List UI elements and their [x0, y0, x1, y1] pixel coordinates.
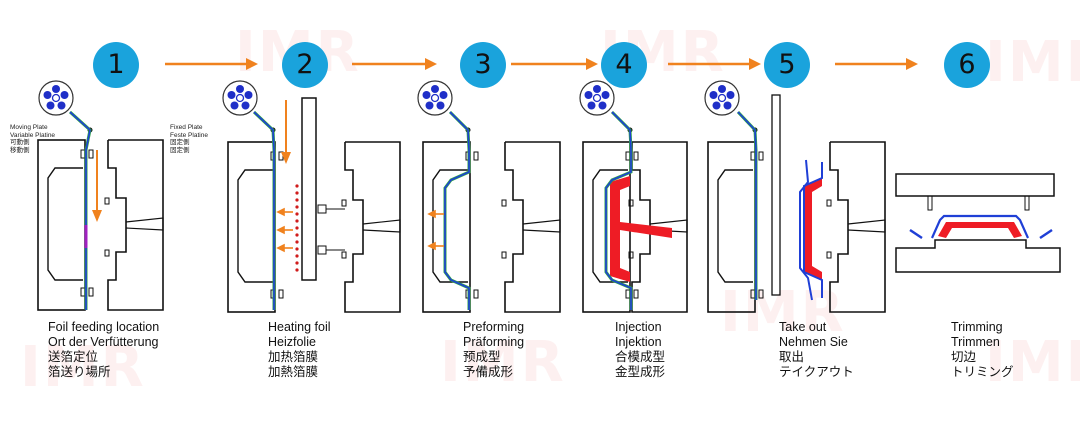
- step-number-badge: 3: [460, 42, 506, 88]
- step-number-badge: 4: [601, 42, 647, 88]
- foil-feed-arrow: [281, 100, 291, 164]
- step-number-badge: 5: [764, 42, 810, 88]
- step-number-badge: 6: [944, 42, 990, 88]
- flow-arrow: [352, 58, 437, 70]
- foil-reel-icon: [704, 80, 740, 116]
- step-3-illustration: [417, 80, 561, 313]
- step-number-badge: 1: [93, 42, 139, 88]
- heater-dots: [295, 184, 299, 272]
- step-number-badge: 2: [282, 42, 328, 88]
- watermark-logo: IMR: [985, 30, 1080, 95]
- step-4-illustration: [579, 80, 688, 313]
- step-1-illustration: [37, 80, 164, 311]
- watermark-logo: IMR: [440, 330, 566, 395]
- foil-reel-icon: [38, 80, 74, 116]
- vacuum-arrows: [427, 209, 444, 251]
- flow-arrow: [165, 58, 258, 70]
- flow-arrow: [511, 58, 598, 70]
- foil-feed-arrow: [92, 150, 102, 222]
- heat-arrows: [276, 207, 293, 253]
- flow-arrow: [668, 58, 761, 70]
- step-6-illustration: [895, 173, 1061, 273]
- foil-reel-icon: [222, 80, 258, 116]
- fixed-plate-label: Fixed Plate Feste Platine 固定側 固定側: [170, 124, 208, 154]
- moving-plate-label: Moving Plate Variable Platine 可動側 移動側: [10, 124, 56, 154]
- flow-arrow: [835, 58, 918, 70]
- watermark-logo: IMR: [985, 330, 1080, 395]
- step-2-illustration: [222, 80, 401, 313]
- watermark-logo: IMR: [20, 335, 146, 400]
- foil-reel-icon: [417, 80, 453, 116]
- foil-reel-icon: [579, 80, 615, 116]
- step-5-illustration: [704, 80, 886, 313]
